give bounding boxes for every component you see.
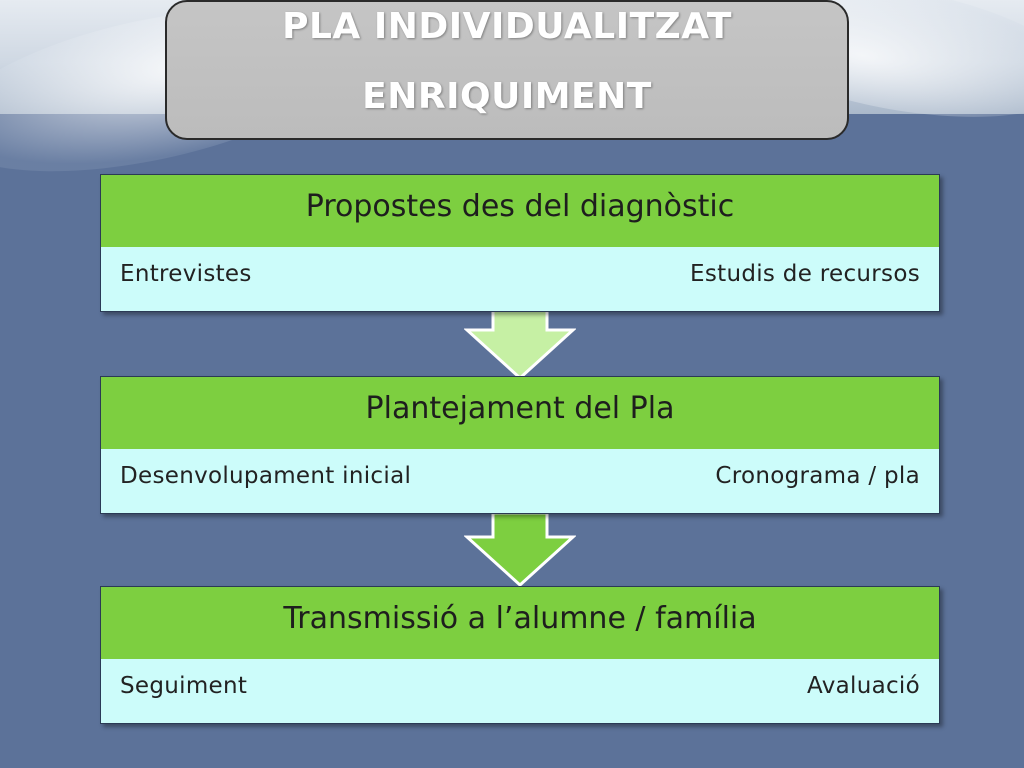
step-details: Desenvolupament inicial Cronograma / pla xyxy=(101,449,939,513)
step-plan: Plantejament del Pla Desenvolupament ini… xyxy=(100,376,940,514)
step-detail-right: Avaluació xyxy=(807,673,920,699)
step-detail-left: Entrevistes xyxy=(120,261,252,287)
down-arrow-icon xyxy=(464,511,576,587)
step-heading: Plantejament del Pla xyxy=(101,377,939,450)
step-heading: Transmissió a l’alumne / família xyxy=(101,587,939,660)
step-heading: Propostes des del diagnòstic xyxy=(101,175,939,248)
step-diagnostic: Propostes des del diagnòstic Entrevistes… xyxy=(100,174,940,312)
step-detail-right: Cronograma / pla xyxy=(715,463,920,489)
title-line-1: PLA INDIVIDUALITZAT xyxy=(282,6,732,47)
step-transmission: Transmissió a l’alumne / família Seguime… xyxy=(100,586,940,724)
title-box: PLA INDIVIDUALITZAT ENRIQUIMENT xyxy=(165,0,849,140)
step-details: Entrevistes Estudis de recursos xyxy=(101,247,939,311)
step-details: Seguiment Avaluació xyxy=(101,659,939,723)
step-detail-left: Seguiment xyxy=(120,673,248,699)
down-arrow-icon xyxy=(464,308,576,380)
title-line-2: ENRIQUIMENT xyxy=(362,76,652,117)
step-detail-left: Desenvolupament inicial xyxy=(120,463,412,489)
step-detail-right: Estudis de recursos xyxy=(690,261,920,287)
